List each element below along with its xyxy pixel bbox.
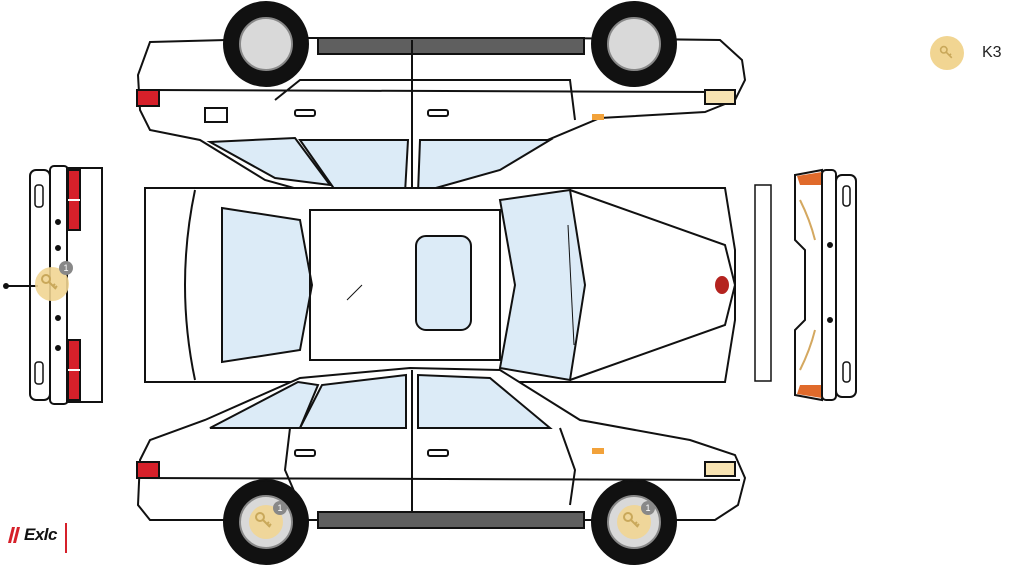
legend-marker	[930, 36, 964, 70]
damage-marker-rear-bumper[interactable]: 1	[35, 261, 73, 301]
key-icon	[939, 45, 953, 59]
damage-marker-rear-left-wheel[interactable]: 1	[617, 501, 655, 539]
damage-marker-front-left-wheel[interactable]: 1	[249, 501, 287, 539]
side-view-lower[interactable]	[136, 366, 747, 565]
top-view[interactable]	[144, 187, 737, 383]
legend-code: K3	[982, 44, 1002, 61]
legend: K3	[930, 36, 1002, 70]
marker-count: 1	[63, 263, 68, 273]
marker-count: 1	[645, 503, 650, 513]
side-view-upper[interactable]	[136, 1, 747, 202]
marker-count: 1	[277, 503, 282, 513]
logo-text: Exlc	[24, 525, 57, 544]
leader-dot	[3, 283, 9, 289]
front-bumper[interactable]	[794, 168, 857, 402]
logo-bars-icon	[8, 527, 24, 543]
side-strip[interactable]	[754, 184, 772, 382]
logo-accent	[64, 523, 67, 553]
brand-logo: Exlc	[8, 517, 67, 553]
